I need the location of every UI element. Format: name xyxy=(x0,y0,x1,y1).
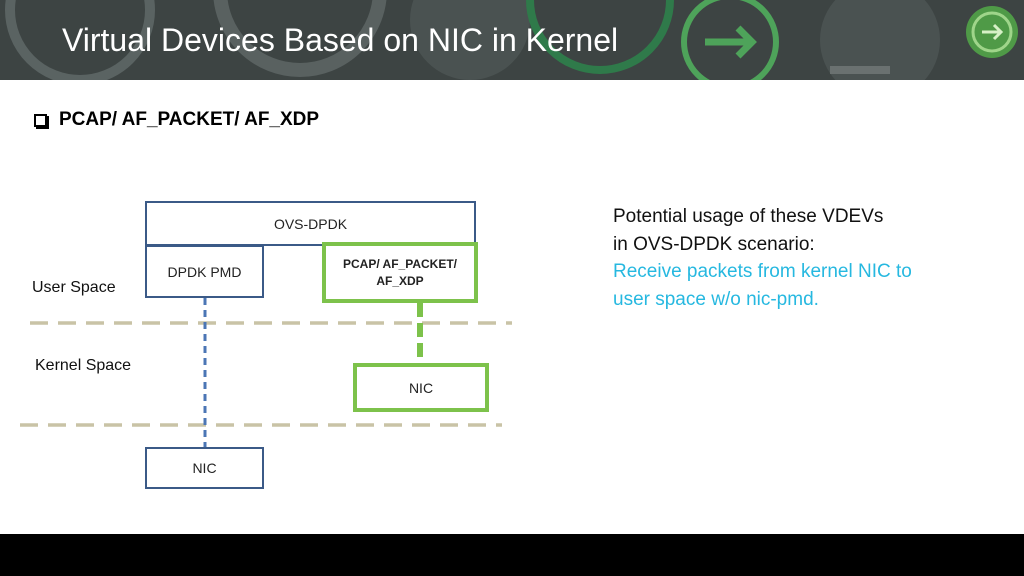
banner-decoration xyxy=(0,0,1024,80)
hardware-nic-label: NIC xyxy=(192,460,217,476)
checkbox-bullet-icon xyxy=(34,113,47,127)
kernel-nic-label: NIC xyxy=(408,379,434,396)
dpdk-pmd-label: DPDK PMD xyxy=(167,263,242,280)
bullet-item: PCAP/ AF_PACKET/ AF_XDP xyxy=(34,109,319,131)
note-highlight-line-1: Receive packets from kernel NIC to xyxy=(613,261,912,282)
ovs-dpdk-label: OVS-DPDK xyxy=(273,215,348,232)
usage-note: Potential usage of these VDEVs in OVS-DP… xyxy=(613,203,1013,313)
note-highlight-line-2: user space w/o nic-pmd. xyxy=(613,288,819,310)
ovs-dpdk-box: OVS-DPDK xyxy=(145,201,476,246)
page-title: Virtual Devices Based on NIC in Kernel xyxy=(62,22,619,58)
note-line-1: Potential usage of these VDEVs xyxy=(613,206,884,227)
vdev-label-line2: AF_XDP xyxy=(376,274,424,288)
hardware-nic-box: NIC xyxy=(145,447,264,489)
bullet-text: PCAP/ AF_PACKET/ AF_XDP xyxy=(59,109,320,130)
user-space-label: User Space xyxy=(32,279,116,296)
bottom-bar xyxy=(0,534,1024,576)
note-line-2: in OVS-DPDK scenario: xyxy=(613,233,815,255)
vdev-box: PCAP/ AF_PACKET/ AF_XDP xyxy=(322,242,478,303)
dpdk-pmd-box: DPDK PMD xyxy=(145,245,264,298)
title-banner: Virtual Devices Based on NIC in Kernel xyxy=(0,0,1024,80)
kernel-nic-box: NIC xyxy=(353,363,489,412)
kernel-space-label: Kernel Space xyxy=(35,357,132,374)
vdev-label-line1: PCAP/ AF_PACKET/ xyxy=(342,257,457,271)
